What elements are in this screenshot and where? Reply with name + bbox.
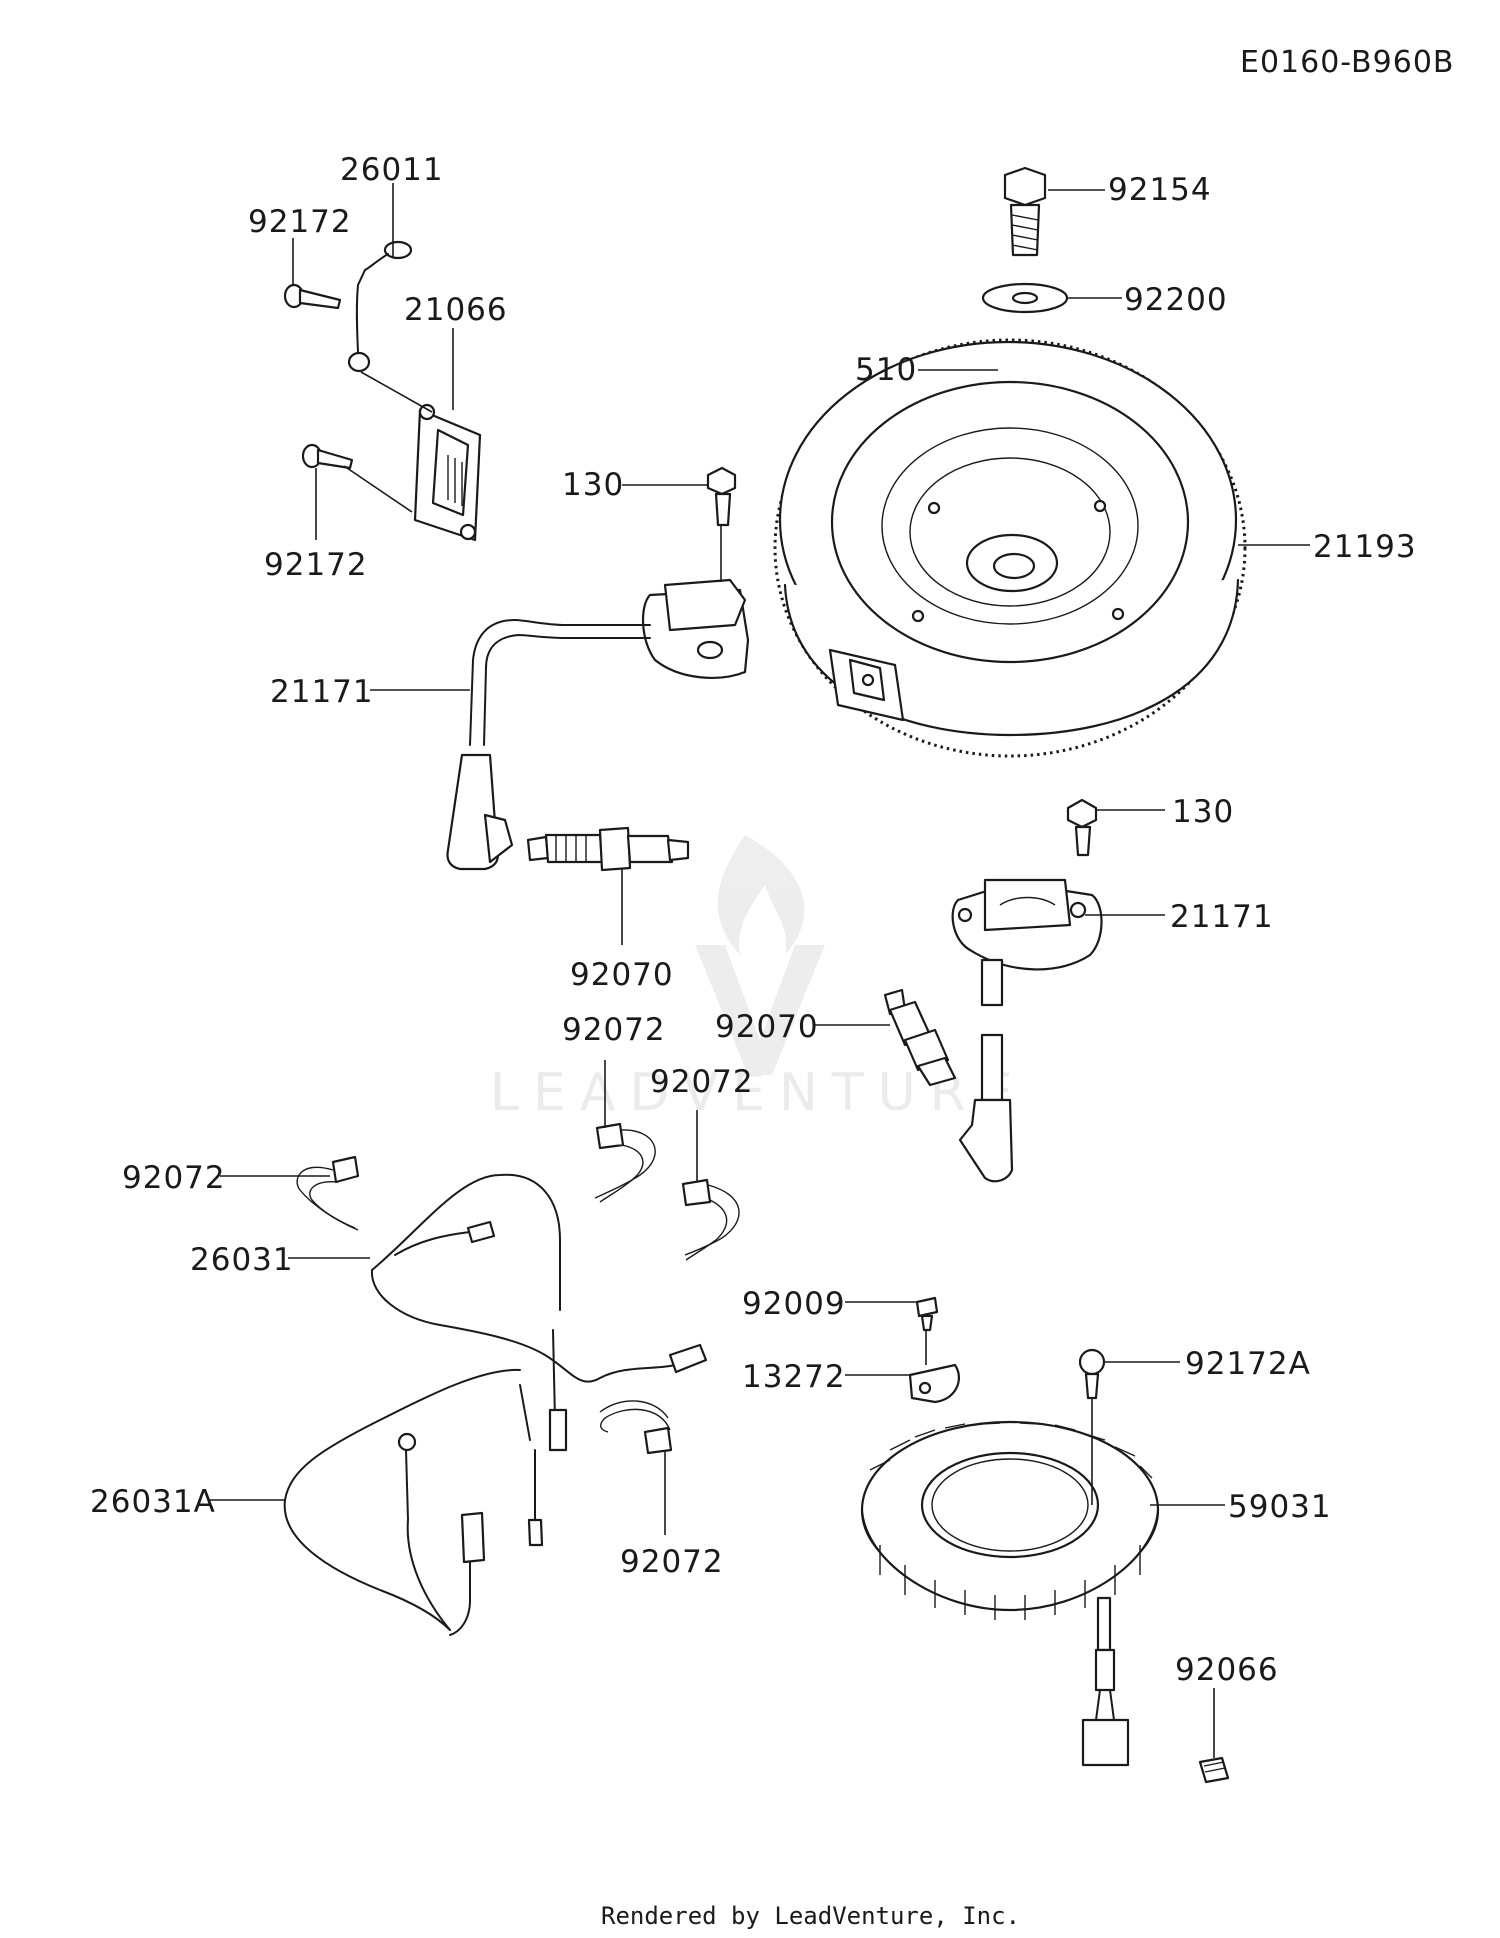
callout-92072-center-right[interactable]: 92072	[650, 1064, 754, 1100]
part-130-bolt-upper[interactable]	[706, 466, 737, 527]
callout-92070-upper[interactable]: 92070	[570, 957, 674, 993]
callout-92072-left[interactable]: 92072	[122, 1160, 226, 1196]
part-21171-ignition-coil-upper[interactable]	[446, 578, 750, 871]
callout-92172-upper[interactable]: 92172	[248, 204, 352, 240]
part-26031A-harness[interactable]	[283, 1368, 544, 1636]
part-26011-ground-lead[interactable]	[347, 240, 413, 373]
part-92172A-screw[interactable]	[1078, 1348, 1106, 1400]
callout-92072-lower[interactable]: 92072	[620, 1544, 724, 1580]
callout-510[interactable]: 510	[855, 352, 917, 388]
callout-92154[interactable]: 92154	[1108, 172, 1212, 208]
part-13272-plate[interactable]	[908, 1363, 961, 1404]
callout-92066[interactable]: 92066	[1175, 1652, 1279, 1688]
callout-92070-lower[interactable]: 92070	[715, 1009, 819, 1045]
part-21066-regulator[interactable]	[413, 403, 482, 542]
part-21171-ignition-coil-lower[interactable]	[951, 878, 1103, 1183]
part-92200-washer[interactable]	[981, 282, 1069, 314]
part-59031-stator[interactable]	[860, 1420, 1160, 1767]
leader-lines	[208, 183, 1310, 1758]
callout-13272[interactable]: 13272	[742, 1359, 846, 1395]
callout-26031A[interactable]: 26031A	[90, 1484, 216, 1520]
part-26031-harness[interactable]	[370, 1173, 708, 1452]
part-92072-clamp-center-right[interactable]	[681, 1178, 740, 1261]
callout-21171-upper[interactable]: 21171	[270, 674, 374, 710]
callout-92072-center-upper[interactable]: 92072	[562, 1012, 666, 1048]
callout-92009[interactable]: 92009	[742, 1286, 846, 1322]
part-92172-screw-lower[interactable]	[301, 443, 354, 470]
part-92072-clamp-left[interactable]	[296, 1155, 360, 1231]
callout-21066[interactable]: 21066	[404, 292, 508, 328]
diagram-code: E0160-B960B	[1240, 45, 1454, 80]
callout-92200[interactable]: 92200	[1124, 282, 1228, 318]
footer-credit: Rendered by LeadVenture, Inc.	[601, 1902, 1020, 1930]
part-92172-screw-upper[interactable]	[283, 283, 342, 310]
callout-labels: 26011 92172 21066 92172 130 92154 92200 …	[90, 152, 1417, 1688]
part-130-bolt-lower[interactable]	[1066, 798, 1098, 857]
callout-92172-lower[interactable]: 92172	[264, 547, 368, 583]
part-92072-clamp-center-upper[interactable]	[594, 1122, 656, 1203]
callout-21193[interactable]: 21193	[1313, 529, 1417, 565]
callout-92172A[interactable]: 92172A	[1185, 1346, 1311, 1382]
callout-59031[interactable]: 59031	[1228, 1489, 1332, 1525]
part-92072-clamp-lower[interactable]	[599, 1400, 673, 1455]
callout-26031[interactable]: 26031	[190, 1242, 294, 1278]
callout-130-upper[interactable]: 130	[562, 467, 624, 503]
part-92009-screw[interactable]	[915, 1296, 939, 1332]
part-21193-flywheel[interactable]	[773, 338, 1247, 758]
callout-130-lower[interactable]: 130	[1172, 794, 1234, 830]
callout-21171-lower[interactable]: 21171	[1170, 899, 1274, 935]
callout-26011[interactable]: 26011	[340, 152, 444, 188]
part-92066-nut[interactable]	[1198, 1756, 1230, 1784]
part-92154-bolt[interactable]	[1003, 166, 1047, 257]
part-92070-spark-plug-lower[interactable]	[883, 988, 957, 1087]
part-92070-spark-plug-upper[interactable]	[526, 826, 690, 872]
